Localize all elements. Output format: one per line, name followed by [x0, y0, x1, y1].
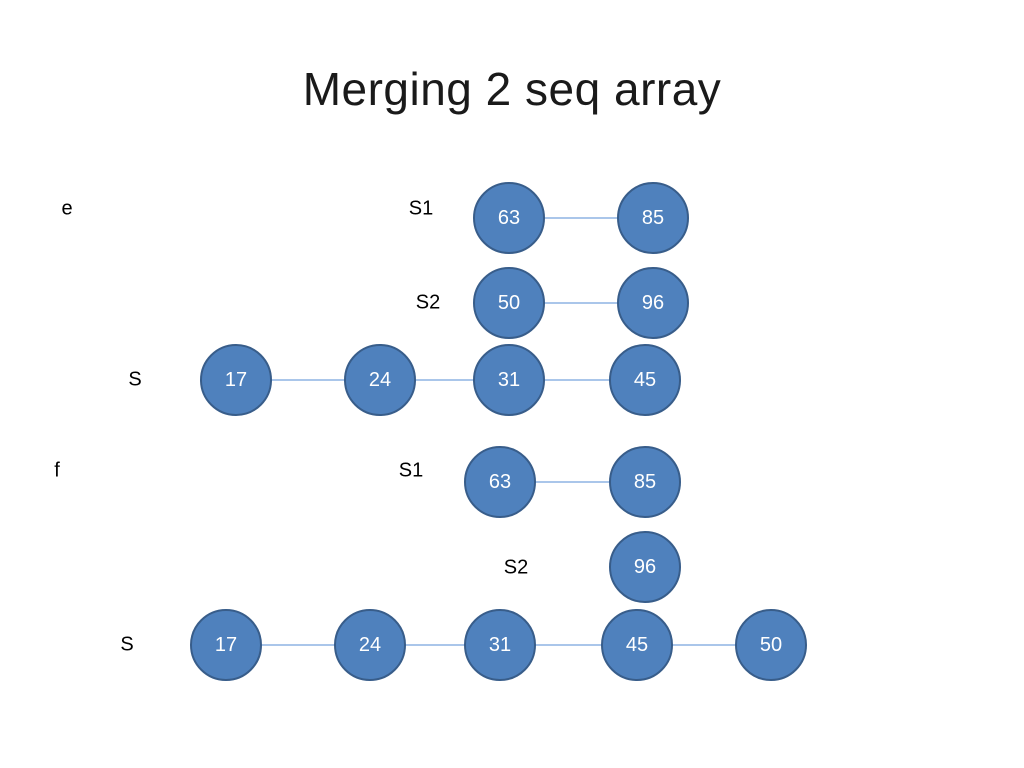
array-node-e-s-17: 17: [200, 344, 272, 416]
slide-title: Merging 2 seq array: [302, 63, 722, 115]
row-label-e-s: S: [128, 368, 142, 391]
array-node-f-s1-85: 85: [609, 446, 681, 518]
array-node-f-s2-96: 96: [609, 531, 681, 603]
array-node-f-s-45: 45: [601, 609, 673, 681]
array-node-e-s1-85: 85: [617, 182, 689, 254]
array-node-e-s2-96: 96: [617, 267, 689, 339]
row-label-f-s1: S1: [398, 459, 424, 482]
row-label-f-s: S: [120, 633, 134, 656]
array-node-f-s-24: 24: [334, 609, 406, 681]
array-node-e-s1-63: 63: [473, 182, 545, 254]
array-node-e-s-45: 45: [609, 344, 681, 416]
array-node-f-s-50: 50: [735, 609, 807, 681]
array-node-f-s-31: 31: [464, 609, 536, 681]
array-node-e-s-24: 24: [344, 344, 416, 416]
array-node-f-s-17: 17: [190, 609, 262, 681]
array-node-e-s-31: 31: [473, 344, 545, 416]
row-label-f-s2: S2: [503, 556, 529, 579]
array-node-e-s2-50: 50: [473, 267, 545, 339]
array-node-f-s1-63: 63: [464, 446, 536, 518]
section-label-f: f: [54, 459, 60, 482]
row-label-e-s2: S2: [415, 291, 441, 314]
row-label-e-s1: S1: [408, 197, 434, 220]
section-label-e: e: [61, 197, 73, 220]
